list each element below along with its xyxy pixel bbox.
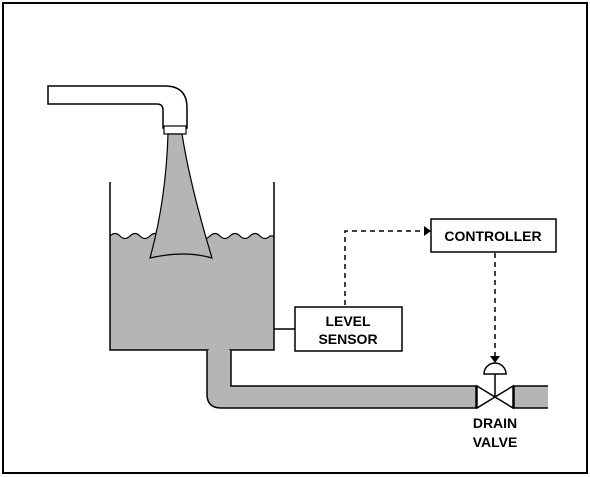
outlet-pipe	[513, 385, 548, 409]
sensor-signal-line	[344, 230, 424, 305]
sensor-signal-arrowhead	[424, 226, 431, 236]
falling-stream	[149, 133, 213, 259]
drain-valve	[476, 362, 514, 410]
drain-valve-label-line1: DRAIN	[473, 415, 517, 431]
tank-liquid	[110, 233, 274, 350]
drain-valve-label-line2: VALVE	[473, 434, 518, 450]
level-sensor-label-line2: SENSOR	[318, 331, 377, 347]
level-sensor-label-line1: LEVEL	[325, 313, 371, 329]
controller-label: CONTROLLER	[444, 228, 541, 244]
inlet-nozzle	[163, 125, 187, 135]
drain-pipe	[206, 350, 477, 409]
inlet-pipe	[47, 85, 188, 135]
controller-box	[430, 218, 557, 253]
valve-actuator	[483, 362, 507, 375]
control-signal-arrowhead	[490, 356, 500, 363]
level-sensor-box	[294, 306, 403, 352]
tank	[109, 182, 275, 351]
